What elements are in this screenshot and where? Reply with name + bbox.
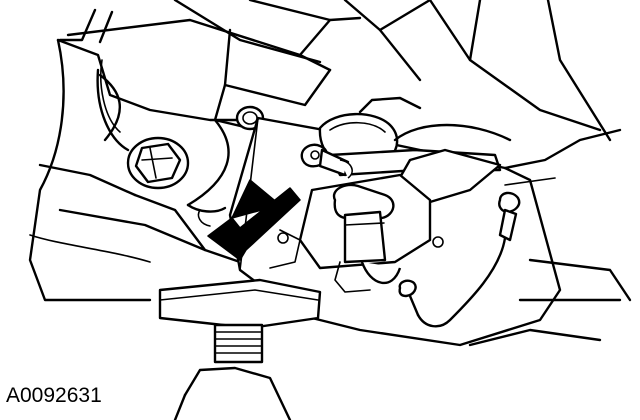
hex-bolt	[126, 136, 190, 190]
valve-body	[269, 173, 444, 293]
right-bracket	[398, 191, 632, 347]
figure-id-label: A0092631	[6, 384, 102, 407]
pointer-arrow	[207, 179, 301, 261]
lower-mount-pad	[158, 278, 322, 420]
wire-connector	[300, 143, 353, 179]
